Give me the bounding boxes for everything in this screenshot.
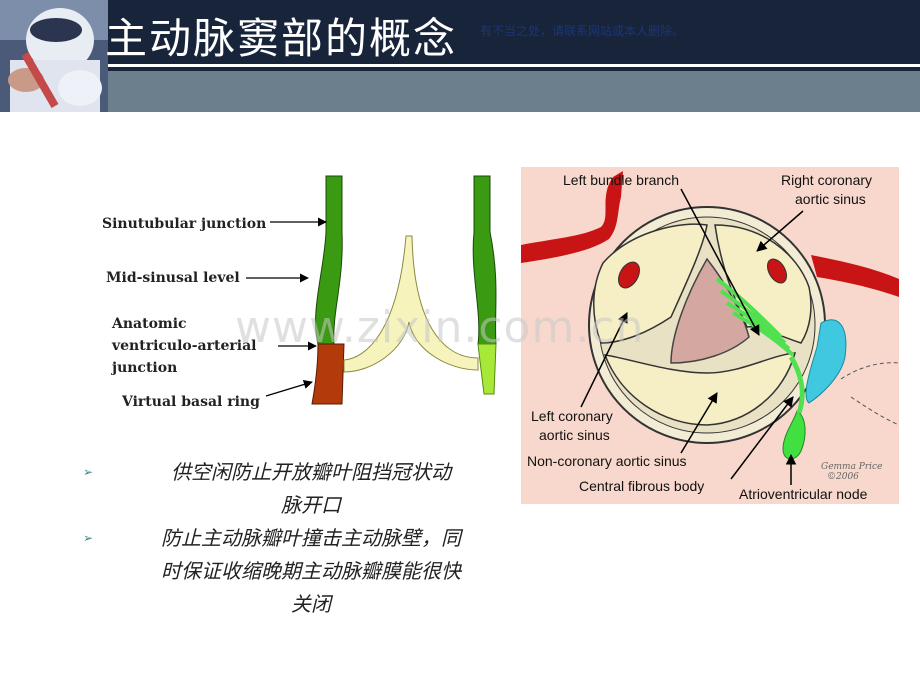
watermark: www.zixin.com.cn xyxy=(235,302,645,353)
label-left-coronary-1: Left coronary xyxy=(531,408,613,424)
header-divider-dark xyxy=(108,67,920,71)
label-anatomic-2: ventriculo-arterial xyxy=(111,338,256,354)
bullet-1-line-1: 供空闲防止开放瓣叶阻挡冠状动 xyxy=(171,460,451,484)
label-non-coronary: Non-coronary aortic sinus xyxy=(527,453,687,469)
av-node-region xyxy=(805,319,847,404)
left-lower-wall xyxy=(311,343,345,405)
header-bar xyxy=(108,0,920,64)
label-av-node: Atrioventricular node xyxy=(739,486,868,502)
left-coronary-artery xyxy=(521,171,623,263)
label-anatomic-3: junction xyxy=(110,360,177,376)
label-mid-sinusal: Mid-sinusal level xyxy=(106,270,240,286)
aortic-valve-top-view-diagram: Left bundle branch Right coronary aortic… xyxy=(521,167,900,504)
bullet-item-2: ➢ 防止主动脉瓣叶撞击主动脉壁，同 时保证收缩晚期主动脉瓣膜能很快 关闭 xyxy=(80,522,510,621)
slide-title: 主动脉窦部的概念 xyxy=(105,14,458,63)
bullet-1-line-2: 脉开口 xyxy=(281,493,341,517)
right-lower-wall xyxy=(477,343,497,395)
label-left-bundle: Left bundle branch xyxy=(563,172,679,188)
label-right-coronary-1: Right coronary xyxy=(781,172,872,188)
label-left-coronary-2: aortic sinus xyxy=(539,427,610,443)
header-photo xyxy=(0,0,108,112)
bullet-2-line-1: 防止主动脉瓣叶撞击主动脉壁，同 xyxy=(161,526,461,550)
label-sinutubular: Sinutubular junction xyxy=(102,216,266,232)
label-anatomic-1: Anatomic xyxy=(111,316,187,332)
bullet-item-1: ➢ 供空闲防止开放瓣叶阻挡冠状动 脉开口 xyxy=(80,456,510,522)
slide-header: 主动脉窦部的概念 有不当之处，请联系网站或本人删除。 xyxy=(0,0,920,112)
label-central-fibrous: Central fibrous body xyxy=(579,478,704,494)
bullet-arrow-icon: ➢ xyxy=(83,465,94,479)
bullet-arrow-icon: ➢ xyxy=(83,531,94,545)
header-notice: 有不当之处，请联系网站或本人删除。 xyxy=(480,24,685,38)
aortic-leaflets xyxy=(343,235,479,373)
header-band xyxy=(108,71,920,112)
signature-year: ©2006 xyxy=(827,472,859,482)
label-virtual-ring: Virtual basal ring xyxy=(121,394,260,410)
valve-lumen xyxy=(670,257,750,364)
aortic-root-section-diagram: Sinutubular junction Mid-sinusal level A… xyxy=(98,172,518,412)
signature-name: Gemma Price xyxy=(821,462,882,472)
right-coronary-artery xyxy=(811,255,899,297)
bullet-2-line-3: 关闭 xyxy=(291,592,331,616)
bullet-2-line-2: 时保证收缩晚期主动脉瓣膜能很快 xyxy=(161,559,461,583)
label-right-coronary-2: aortic sinus xyxy=(795,191,866,207)
header-divider xyxy=(108,64,920,66)
bullet-list: ➢ 供空闲防止开放瓣叶阻挡冠状动 脉开口 ➢ 防止主动脉瓣叶撞击主动脉壁，同 时… xyxy=(80,456,510,621)
